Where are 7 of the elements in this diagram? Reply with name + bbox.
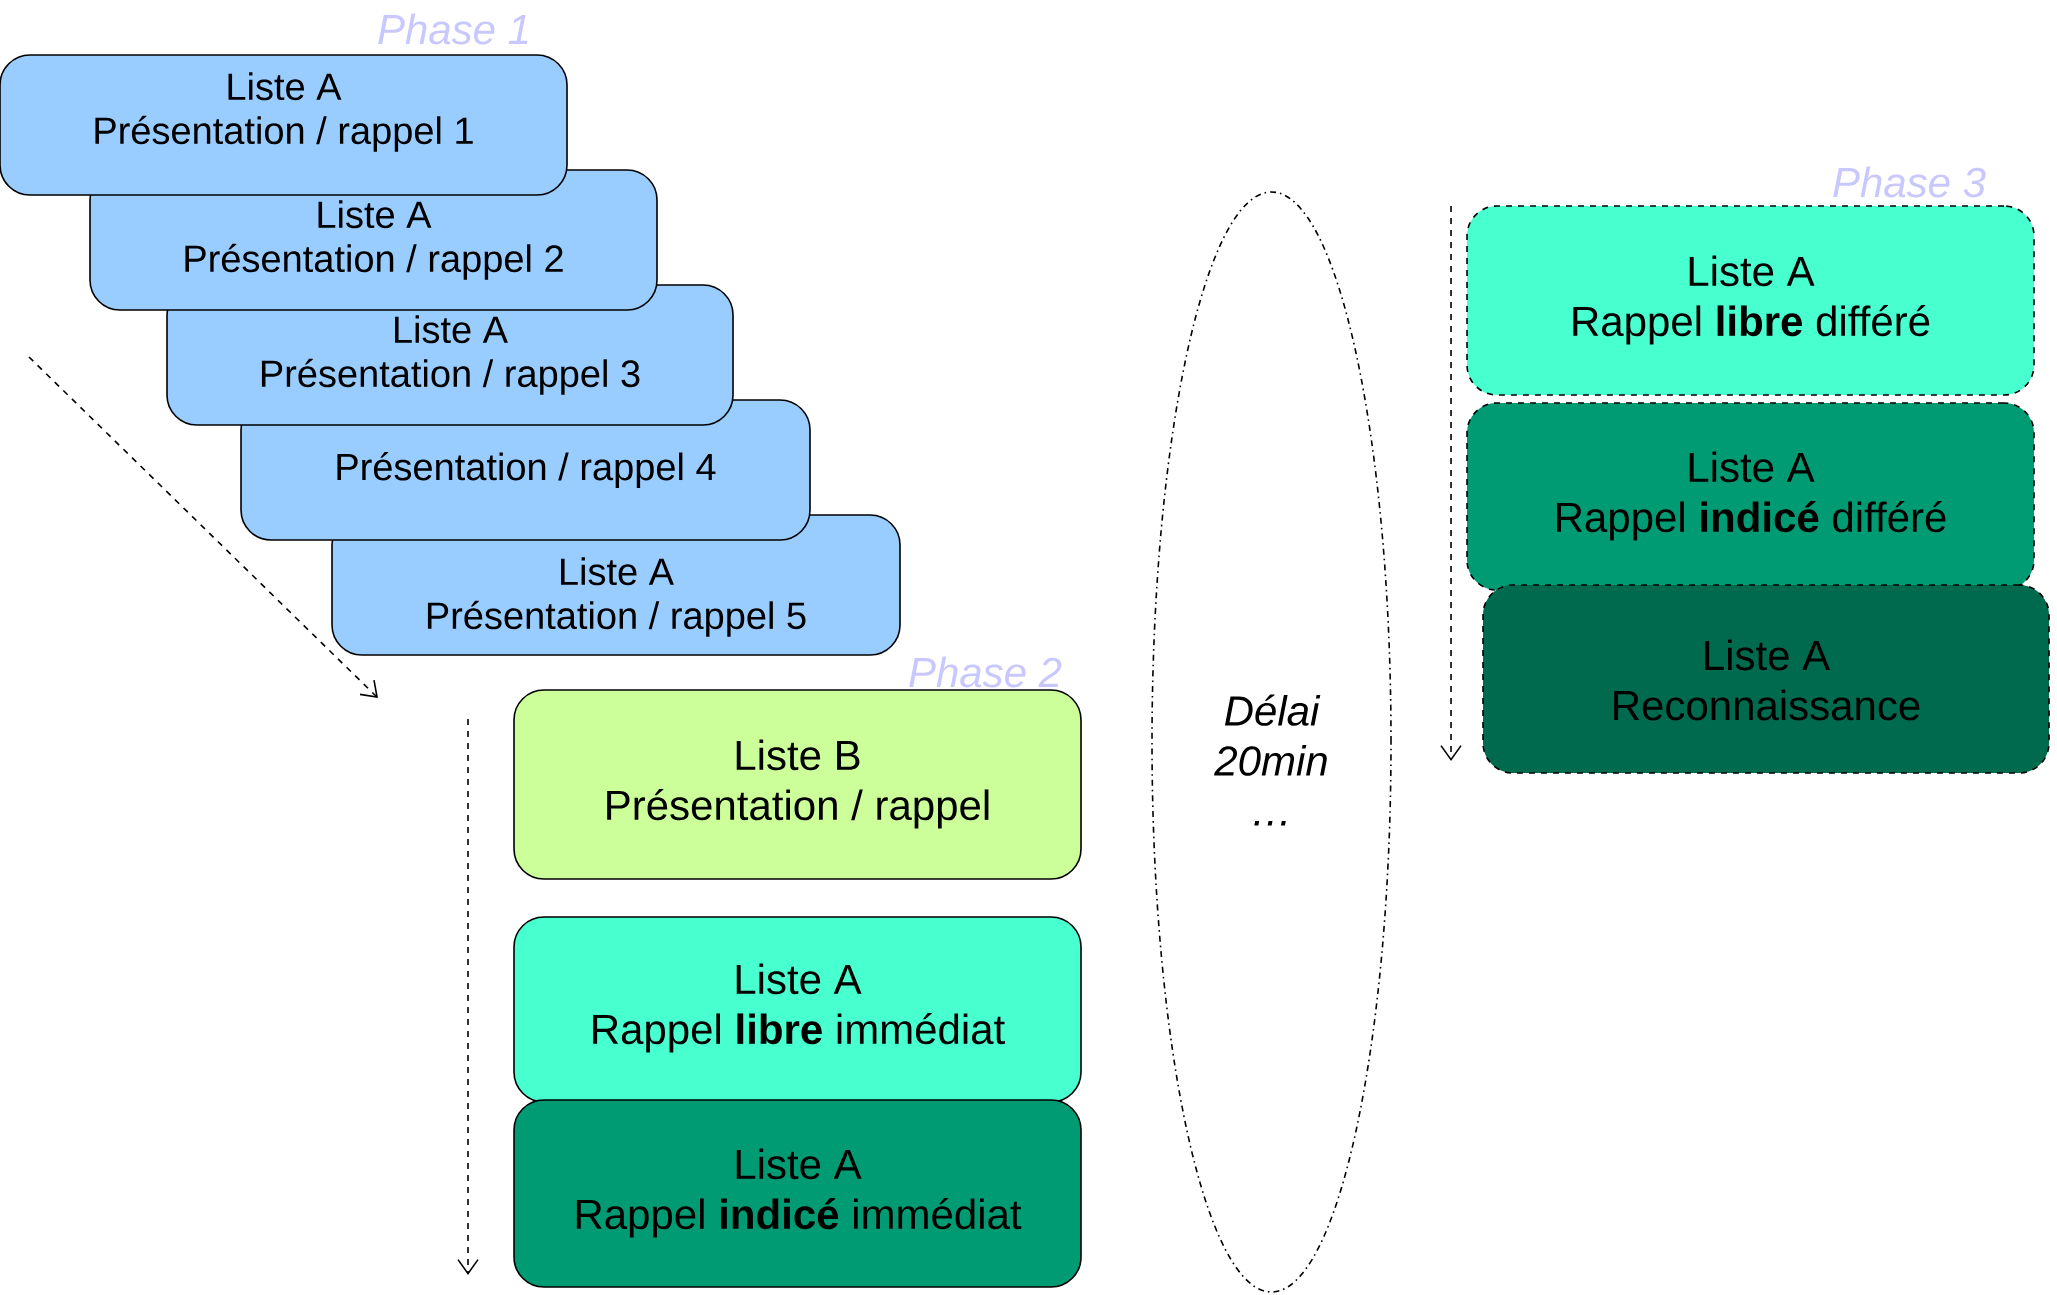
step-box: Liste A Rappel libre immédiat bbox=[513, 916, 1082, 1103]
step-box: Liste A Reconnaissance bbox=[1482, 584, 2050, 774]
step-box: Liste A Rappel indicé immédiat bbox=[513, 1099, 1082, 1288]
step-box: Liste A Rappel libre différé bbox=[1466, 205, 2035, 396]
step-box: Liste A Présentation / rappel 1 bbox=[0, 54, 568, 196]
step-box: Liste B Présentation / rappel bbox=[513, 689, 1082, 880]
step-box: Liste A Rappel indicé différé bbox=[1466, 402, 2035, 591]
